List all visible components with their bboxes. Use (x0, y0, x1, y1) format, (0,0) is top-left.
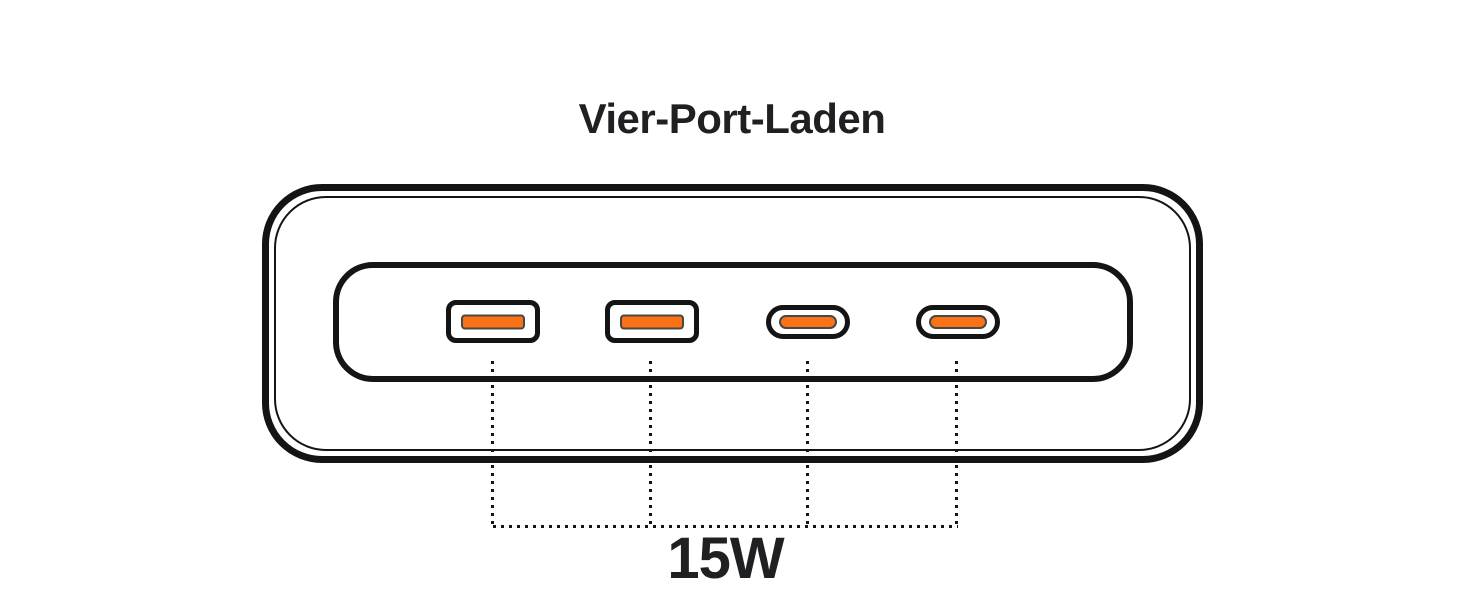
wattage-label: 15W (667, 526, 784, 591)
usb-c-port-1-pin (779, 315, 837, 329)
diagram-title: Vier-Port-Laden (578, 95, 886, 142)
usb-c-port-2-icon (916, 305, 1000, 339)
usb-c-port-1-icon (766, 305, 850, 339)
usb-a-port-1-pin (461, 314, 525, 329)
port-1-callout-line (491, 361, 494, 527)
port-3-callout-line (806, 361, 809, 527)
callout-baseline (493, 525, 958, 528)
device-inner-outline (274, 196, 1191, 451)
port-2-callout-line (649, 361, 652, 527)
usb-a-port-2-icon (605, 300, 699, 343)
usb-a-port-2-pin (620, 314, 684, 329)
usb-c-port-2-pin (929, 315, 987, 329)
port-4-callout-line (955, 361, 958, 527)
usb-a-port-1-icon (446, 300, 540, 343)
